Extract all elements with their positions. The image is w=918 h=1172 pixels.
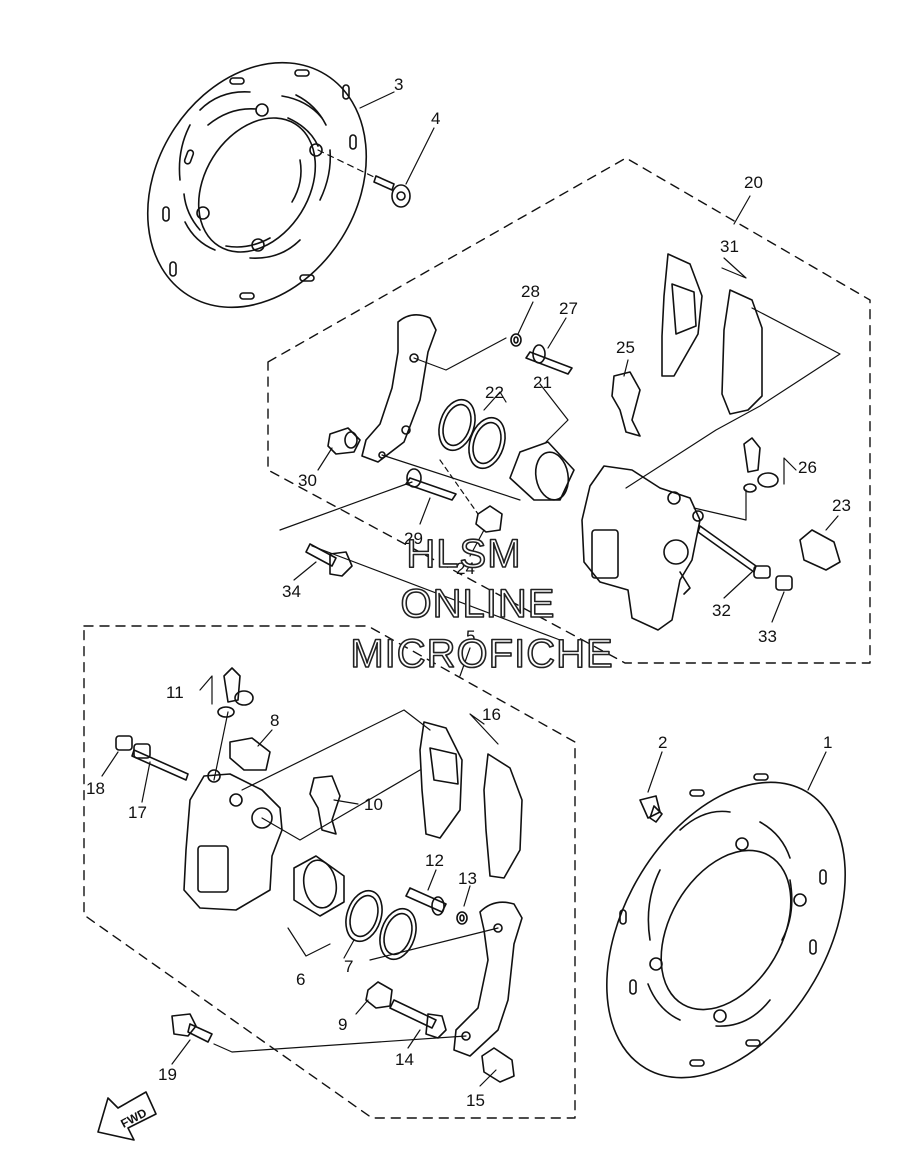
- callout-7: 7: [344, 957, 353, 976]
- callout-15: 15: [466, 1091, 485, 1110]
- caliper-bracket-lower: [453, 901, 523, 1057]
- callout-8: 8: [270, 711, 279, 730]
- sleeve-30: [327, 427, 361, 455]
- brake-disc-lower: [606, 773, 846, 1079]
- callout-11: 11: [166, 683, 184, 702]
- callout-33: 33: [758, 627, 777, 646]
- callout-22: 22: [485, 383, 504, 402]
- callout-16: 16: [482, 705, 501, 724]
- callout-23: 23: [832, 496, 851, 515]
- watermark-line-2: ONLINE: [401, 582, 556, 626]
- washer-13: [456, 911, 468, 925]
- callout-20: 20: [744, 173, 763, 192]
- callout-9: 9: [338, 1015, 347, 1034]
- callout-29: 29: [404, 529, 423, 548]
- callout-leaders: [101, 91, 839, 1087]
- pin-32: [697, 525, 771, 579]
- callout-3: 3: [394, 75, 403, 94]
- callout-31: 31: [720, 237, 739, 256]
- watermark: HLSM ONLINE MICROFICHE: [350, 531, 614, 677]
- bolt-19: [171, 1013, 213, 1043]
- bleed-screw-26: [743, 437, 779, 493]
- callout-27: 27: [559, 299, 578, 318]
- callout-30: 30: [298, 471, 317, 490]
- callout-28: 28: [521, 282, 540, 301]
- plug-15: [481, 1047, 515, 1083]
- brake-pads-upper: [661, 253, 763, 415]
- callout-34: 34: [282, 582, 301, 601]
- brake-disc-upper: [146, 61, 368, 309]
- callout-24: 24: [456, 559, 475, 578]
- callout-32: 32: [712, 601, 731, 620]
- callout-26: 26: [798, 458, 817, 477]
- piston-seals-lower: [345, 889, 417, 961]
- pin-17: [131, 743, 189, 781]
- callout-12: 12: [425, 851, 444, 870]
- callout-4: 4: [431, 109, 440, 128]
- piston-seals-upper: [438, 398, 506, 470]
- watermark-line-3: MICROFICHE: [350, 632, 613, 676]
- caliper-body-upper: [581, 465, 704, 631]
- callout-14: 14: [395, 1050, 414, 1069]
- group-boundary-lower-caliper: [83, 625, 576, 1119]
- piston-lower: [293, 855, 345, 917]
- piston-upper: [509, 441, 575, 501]
- group-boundary-upper-caliper: [267, 157, 871, 664]
- bleed-screw-11: [217, 667, 254, 718]
- caliper-body-lower: [183, 769, 283, 911]
- callout-21: 21: [533, 373, 552, 392]
- pad-pin-27: [525, 344, 573, 375]
- bolt-14: [389, 999, 447, 1039]
- callout-25: 25: [616, 338, 635, 357]
- pad-spring-25: [611, 371, 641, 437]
- callout-19: 19: [158, 1065, 177, 1084]
- washer-28: [510, 333, 522, 347]
- callout-6: 6: [296, 970, 305, 989]
- grommet-24: [475, 505, 503, 533]
- caliper-bracket-upper: [361, 314, 437, 463]
- bolt-29: [405, 468, 457, 501]
- callout-13: 13: [458, 869, 477, 888]
- callout-1: 1: [823, 733, 832, 752]
- callout-5: 5: [466, 627, 475, 646]
- forward-direction-arrow: FWD: [97, 1091, 157, 1141]
- bolt-34: [305, 543, 353, 577]
- spring-18: [115, 735, 133, 751]
- pad-pin-12: [405, 887, 447, 916]
- plug-23: [799, 529, 841, 571]
- watermark-line-1: HLSM: [406, 532, 521, 576]
- brake-pads-lower: [419, 721, 523, 879]
- pad-spring-10: [309, 775, 341, 835]
- spring-33: [775, 575, 793, 591]
- callout-10: 10: [364, 795, 383, 814]
- disc-bolt-upper: [373, 175, 411, 208]
- callout-18: 18: [86, 779, 105, 798]
- callout-17: 17: [128, 803, 147, 822]
- disc-bolt-lower: [639, 795, 663, 823]
- callout-2: 2: [658, 733, 667, 752]
- plug-8: [229, 737, 271, 771]
- sleeve-9: [365, 981, 393, 1009]
